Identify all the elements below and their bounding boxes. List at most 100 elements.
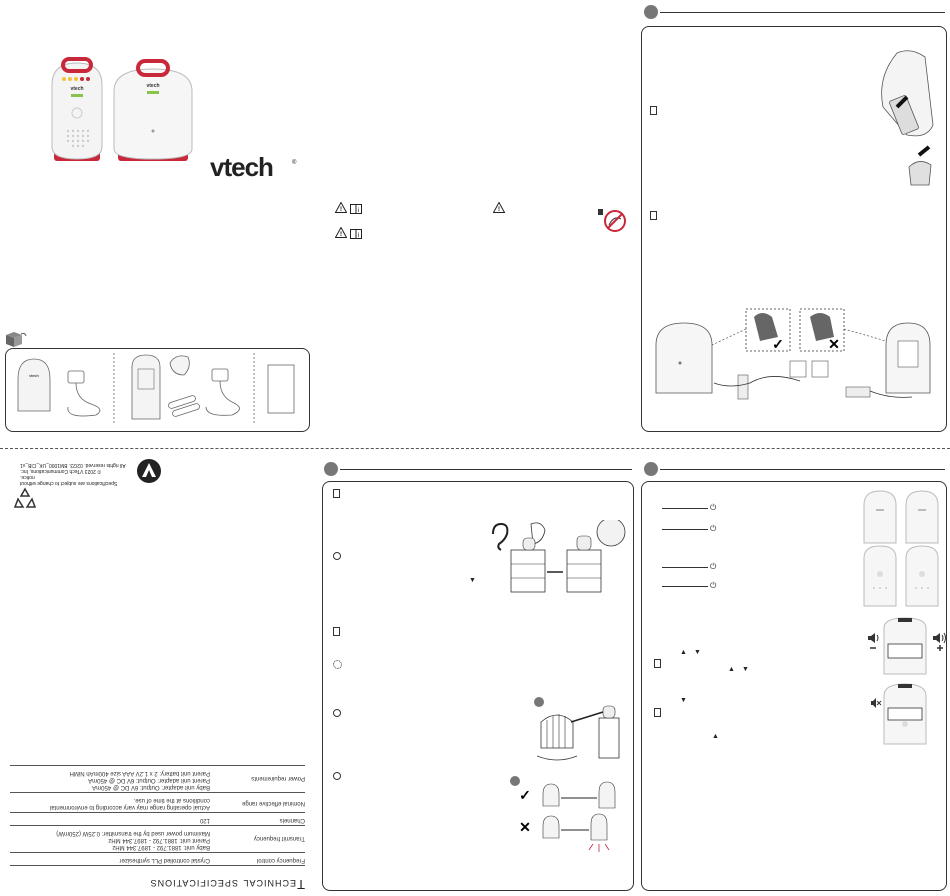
blank-line — [662, 567, 708, 568]
spec-divider — [10, 812, 305, 813]
blank-line — [662, 508, 708, 509]
manual-book-icon: i — [350, 226, 362, 244]
blank-line — [662, 586, 708, 587]
down-arrow-icon: ▼ — [469, 577, 476, 584]
down-arrow-icon: ▼ — [694, 649, 701, 656]
spec-divider — [10, 765, 305, 766]
blank-line — [662, 529, 708, 530]
note-icon — [650, 106, 657, 115]
step-marker — [534, 697, 544, 707]
spec-value: Parent unit battery: 2 x 1.2V AAA size 4… — [69, 770, 210, 776]
copyright-line-2: © 2023 VTech Communications, Inc. — [20, 468, 101, 474]
svg-text:vtech: vtech — [146, 83, 159, 89]
step-marker — [510, 776, 520, 786]
checkmark-icon: ✓ — [772, 336, 784, 352]
box-contents-panel: vtech — [5, 348, 310, 432]
recycle-icon — [13, 487, 37, 514]
clock-icon — [333, 709, 341, 717]
svg-text:vtech: vtech — [210, 152, 273, 182]
baby-monitor-illustration: vtech vtech — [51, 57, 193, 161]
battery-install-illustration — [881, 50, 934, 186]
step-marker — [644, 5, 658, 19]
svg-text:!: ! — [340, 207, 342, 213]
spec-label: Power requirements — [251, 775, 305, 781]
operation-panel: ⏻ ⏻ ⏻ ⏻ ▲ ▼ ▲ ▼ ▼ ▲ — [641, 481, 947, 891]
svg-text:!: ! — [340, 232, 342, 238]
spec-label: Nominal effective range — [242, 800, 305, 806]
down-arrow-icon: ▼ — [742, 666, 749, 673]
vtech-logo: vtech ® — [208, 152, 298, 182]
note-icon — [333, 489, 340, 498]
spec-value: 120 — [199, 817, 210, 823]
specifications-table: Technical specifications Frequency contr… — [10, 757, 305, 892]
up-arrow-icon: ▲ — [728, 666, 735, 673]
spec-value: Baby unit: 1881.792 - 1897.344 MHz — [112, 844, 210, 850]
manual-book-icon: i — [350, 201, 362, 219]
svg-text:i: i — [358, 233, 359, 239]
installation-panel: ✓ ✕ — [641, 26, 947, 432]
spec-label: Frequency control — [256, 857, 305, 863]
power-icon: ⏻ — [710, 524, 717, 533]
note-icon — [654, 708, 661, 717]
svg-text:vtech: vtech — [29, 373, 39, 378]
spec-divider — [10, 792, 305, 793]
power-connection-illustration: ✓ ✕ — [655, 308, 931, 400]
spec-value: Maximum power used by the transmitter: 0… — [56, 830, 210, 836]
volume-buttons-illustration — [883, 617, 927, 675]
power-icon: ⏻ — [710, 503, 717, 512]
spec-value: Actual operating range may vary accordin… — [49, 804, 210, 810]
note-icon — [650, 211, 657, 220]
spec-label: Channels — [279, 817, 305, 823]
power-icon: ⏻ — [710, 581, 717, 590]
warning-triangle-icon: ! — [334, 225, 348, 243]
fold-line — [0, 448, 950, 449]
volume-down-icon — [867, 632, 881, 657]
mute-button-illustration — [883, 683, 927, 745]
copyright-block: Specifications are subject to change wit… — [20, 462, 132, 486]
ear-distance-illustration — [492, 520, 626, 593]
unit-front-illustration — [863, 490, 939, 544]
placement-panel: ▼ ✓ ✕ — [322, 481, 634, 891]
down-arrow-icon: ▼ — [680, 697, 687, 704]
section-header-rule — [340, 469, 632, 484]
warning-triangle-icon: ! — [334, 200, 348, 218]
loading-icon — [333, 660, 342, 669]
spec-value: Parent unit: 1881.792 - 1897.344 MHz — [108, 837, 210, 843]
svg-text:i: i — [358, 208, 359, 214]
cross-icon: ✕ — [519, 819, 531, 835]
spec-value: conditions at the time of use. — [133, 797, 210, 803]
warning-triangle-icon: ! — [492, 200, 506, 218]
spec-divider — [10, 865, 305, 866]
svg-text:!: ! — [498, 207, 500, 213]
spec-value: Baby unit adapter: Output: 6V DC @ 450mA — [92, 784, 210, 790]
svg-text:®: ® — [292, 159, 297, 166]
spec-divider — [10, 852, 305, 853]
parent-units-illustration — [863, 545, 939, 607]
power-icon: ⏻ — [710, 562, 717, 571]
checkmark-icon: ✓ — [519, 787, 531, 803]
clock-icon — [333, 772, 341, 780]
interference-illustration: ✓ ✕ — [519, 781, 616, 852]
spec-value: Parent unit adapter: Output: 6V DC @ 450… — [88, 777, 210, 783]
section-header-rule — [660, 12, 945, 27]
spec-value: Crystal controlled PLL synthesizer — [119, 857, 210, 863]
spec-divider — [10, 825, 305, 826]
up-arrow-icon: ▲ — [712, 733, 719, 740]
step-marker — [324, 462, 338, 476]
no-cord-warning-icon — [596, 205, 628, 238]
cross-icon: ✕ — [828, 336, 840, 352]
box-icon — [3, 330, 27, 348]
vtech-circle-logo — [136, 458, 162, 489]
step-marker — [644, 462, 658, 476]
mute-icon — [870, 696, 882, 714]
note-icon — [333, 627, 340, 636]
crib-distance-illustration — [537, 705, 620, 761]
copyright-line-1: Specifications are subject to change wit… — [20, 474, 118, 486]
volume-up-icon — [932, 632, 948, 657]
up-arrow-icon: ▲ — [680, 649, 687, 656]
clock-icon — [333, 552, 341, 560]
spec-label: Transmit frequency — [253, 835, 305, 841]
section-header-rule — [660, 469, 945, 484]
box-contents-illustration: vtech — [17, 353, 295, 425]
svg-text:vtech: vtech — [70, 86, 83, 92]
